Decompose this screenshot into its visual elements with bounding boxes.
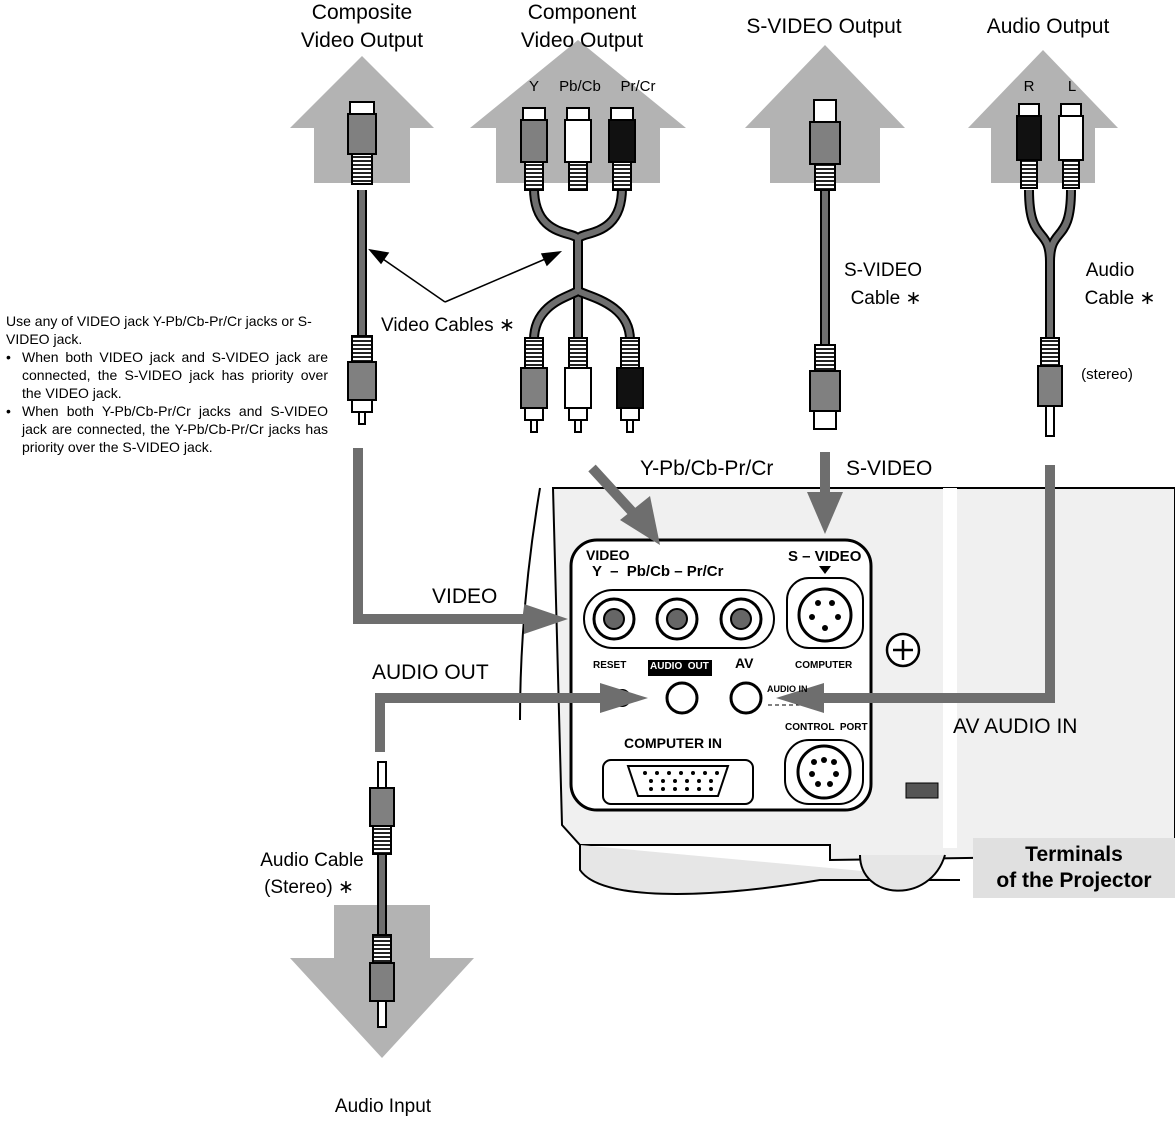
terminals-line1: Terminals [1025,843,1123,866]
panel-computer: COMPUTER [795,660,853,671]
note-bullets: When both VIDEO jack and S-VIDEO jack ar… [6,348,328,456]
audio-output-label: Audio Output [986,15,1110,38]
composite-label-line1: Composite [311,1,413,24]
audio-out-jack[interactable] [665,681,699,715]
audio-cable-line2: Cable ∗ [1084,288,1156,309]
svideo-jack[interactable] [786,577,864,649]
av-audio-route [818,465,1055,703]
jack-label-r: R [1023,78,1035,95]
composite-label-line2: Video Output [300,29,424,52]
component-label-line1: Component [527,1,637,24]
component-label-line2: Video Output [520,29,644,52]
video-cables-label: Video Cables ∗ [381,315,515,336]
panel-control-port: CONTROL PORT [785,722,868,733]
panel-audio-in: AUDIO IN [767,684,808,694]
jack-label-pb: Pb/Cb [559,78,601,95]
svideo-cable-line1: S-VIDEO [843,260,923,281]
ypbpr-label: Y-Pb/Cb-Pr/Cr [640,457,774,480]
audio-out-cable-line1: Audio Cable [260,850,364,871]
jack-label-y: Y [528,78,540,95]
av-audio-in-label: AV AUDIO IN [953,715,1078,738]
routing-lines [353,448,1055,752]
audio-source-arrow [968,50,1118,183]
note-intro: Use any of VIDEO jack Y-Pb/Cb-Pr/Cr jack… [6,313,312,347]
audio-cable-line1: Audio [1085,260,1135,281]
panel-video-title: VIDEO [586,547,630,563]
audio-input-label: Audio Input [334,1096,432,1117]
terminals-line2: of the Projector [996,869,1152,892]
panel-svideo: S – VIDEO [788,548,862,565]
terminals-caption: Terminals of the Projector [973,838,1175,898]
jack-pb[interactable] [655,597,699,641]
computer-in-port[interactable] [602,759,754,805]
note-bullet: When both Y-Pb/Cb-Pr/Cr jacks and S-VIDE… [6,402,328,456]
panel-audio-out: AUDIO OUT [650,661,709,672]
audio-out-label: AUDIO OUT [372,661,489,684]
ypbpr-route [588,464,640,520]
jack-label-l: L [1067,78,1077,95]
jack-pr[interactable] [719,597,763,641]
panel-reset: RESET [593,660,627,671]
projector-body [519,487,1175,895]
cable-plugs [347,99,1084,1028]
svideo-output-label: S-VIDEO Output [746,15,902,38]
svideo-cable-line2: Cable ∗ [850,288,922,309]
svideo-label: S-VIDEO [846,457,933,480]
priority-note: Use any of VIDEO jack Y-Pb/Cb-Pr/Cr jack… [6,312,328,456]
panel-av: AV [735,655,754,671]
stereo-note: (stereo) [1081,366,1133,383]
video-cables-pointer [368,248,563,303]
jack-label-pr: Pr/Cr [620,78,656,95]
jack-y[interactable] [592,597,636,641]
panel-video-jacks: Y – Pb/Cb – Pr/Cr [592,563,724,580]
routing-arrowheads [524,492,843,713]
note-bullet: When both VIDEO jack and S-VIDEO jack ar… [6,348,328,402]
video-route [353,448,530,624]
audio-out-route [375,693,604,752]
audio-out-cable-line2: (Stereo) ∗ [264,877,354,898]
panel-computer-in: COMPUTER IN [624,735,722,751]
video-label: VIDEO [432,585,498,608]
av-audio-jack[interactable] [729,681,763,715]
control-port[interactable] [784,739,864,805]
